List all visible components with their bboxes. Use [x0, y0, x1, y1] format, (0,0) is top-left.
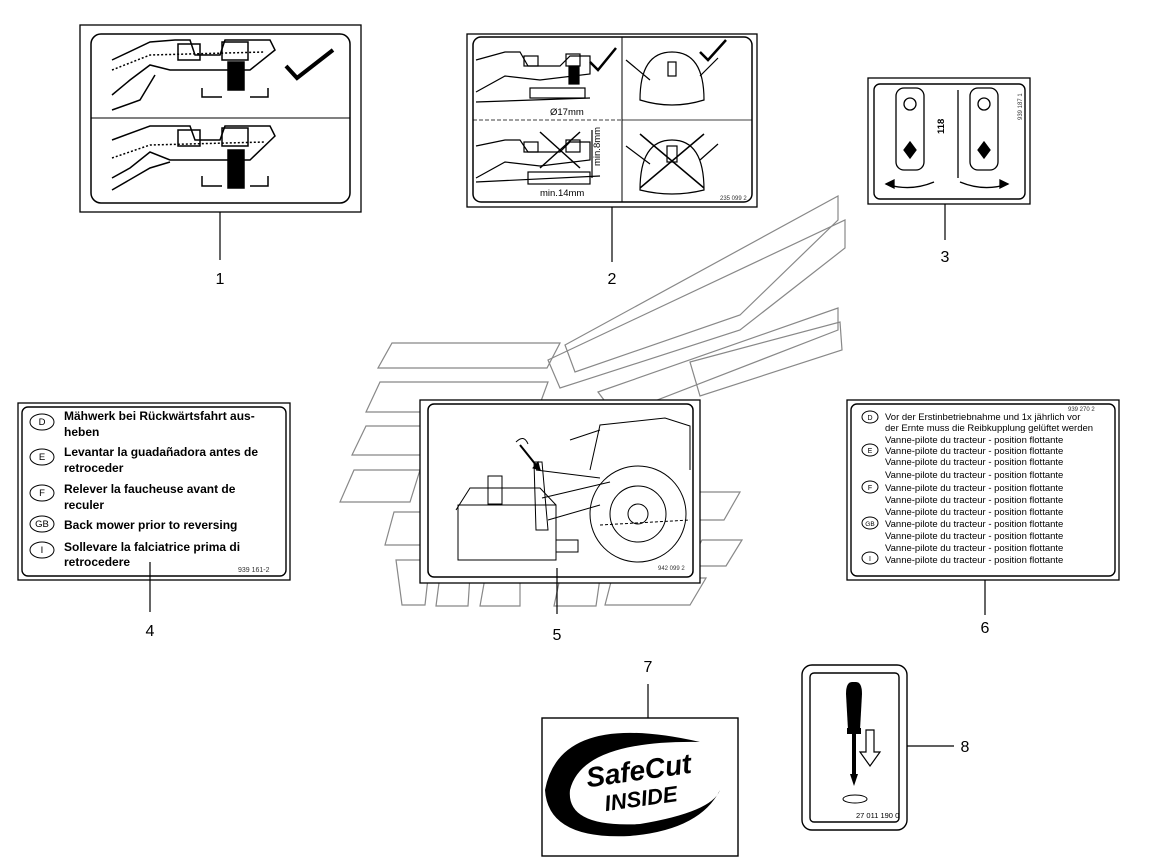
svg-text:retrocedere: retrocedere [64, 555, 130, 569]
svg-text:Mähwerk bei Rückwärtsfahrt aus: Mähwerk bei Rückwärtsfahrt aus- [64, 409, 255, 423]
arrow-down-icon [858, 729, 882, 768]
callout-7: 7 [644, 659, 653, 676]
svg-text:Vanne-pilote du tracteur - pos: Vanne-pilote du tracteur - position flot… [885, 483, 1063, 494]
svg-text:Vanne-pilote du tracteur - pos: Vanne-pilote du tracteur - position flot… [885, 507, 1063, 518]
decal-4-reverse-warning: D Mähwerk bei Rückwärtsfahrt aus- heben … [17, 402, 291, 640]
lang-badge-d [29, 413, 55, 431]
decal-4-text-rows: D Mähwerk bei Rückwärtsfahrt aus- heben … [29, 409, 258, 569]
check-mark-icon [699, 39, 727, 62]
dim-top-label: Ø17mm [550, 107, 584, 118]
svg-text:E: E [868, 448, 873, 455]
lang-badge-gb [861, 516, 879, 530]
svg-text:GB: GB [865, 521, 874, 528]
svg-text:Relever la faucheuse avant de: Relever la faucheuse avant de [64, 482, 236, 496]
svg-text:GB: GB [35, 519, 49, 530]
callout-8: 8 [961, 739, 970, 756]
decal-6-friction-clutch: 939 270 2 D Vor der Erstinbetriebnahme u… [846, 399, 1120, 637]
callout-2: 2 [608, 271, 617, 288]
callout-5: 5 [553, 627, 562, 644]
callout-6: 6 [981, 620, 990, 637]
swoosh-ring [545, 732, 720, 837]
dim-bottom-label: min.14mm [540, 188, 584, 199]
svg-text:Vanne-pilote du tracteur - pos: Vanne-pilote du tracteur - position flot… [885, 446, 1063, 457]
svg-text:F: F [868, 485, 872, 492]
lang-badge-i [861, 551, 879, 565]
svg-text:Vor der Erstinbetriebnahme und: Vor der Erstinbetriebnahme und 1x jährli… [885, 412, 1080, 423]
svg-text:Vanne-pilote du tracteur - pos: Vanne-pilote du tracteur - position flot… [885, 457, 1063, 468]
decal-8-code: 27 011 190 0 [856, 811, 899, 820]
svg-text:Back mower prior to reversing: Back mower prior to reversing [64, 518, 237, 532]
tractor-mower-illustration [455, 417, 691, 563]
lang-badge-i [29, 541, 55, 559]
blade-wear-bottom-illustration [475, 130, 601, 185]
blade-hole-correct-illustration [625, 51, 719, 106]
svg-text:I: I [41, 545, 44, 556]
svg-text:heben: heben [64, 425, 99, 439]
decal-5-code: 942 099 2 [658, 566, 685, 572]
svg-text:D: D [867, 415, 872, 422]
lang-badge-e [29, 448, 55, 466]
svg-text:Vanne-pilote du tracteur - pos: Vanne-pilote du tracteur - position flot… [885, 495, 1063, 506]
decal-2-blade-wear: Ø17mm min.14mm min.8mm [466, 33, 758, 288]
svg-text:retroceder: retroceder [64, 461, 124, 475]
decal-3-blade-direction: 118 939 187 1 3 [867, 77, 1031, 266]
decal-4-code: 939 161-2 [238, 567, 270, 574]
svg-text:F: F [39, 488, 45, 499]
decal-7-safecut-logo: SafeCut INSIDE 7 [541, 659, 739, 857]
svg-text:Vanne-pilote du tracteur - pos: Vanne-pilote du tracteur - position flot… [885, 435, 1063, 446]
lang-badge-gb [29, 515, 55, 533]
svg-text:I: I [869, 556, 871, 563]
svg-text:Vanne-pilote du tracteur - pos: Vanne-pilote du tracteur - position flot… [885, 555, 1063, 566]
blade-hole-worn-illustration [625, 133, 719, 195]
blade-wear-top-illustration [475, 51, 591, 103]
decal-2-code: 235 099 2 [720, 196, 747, 202]
blade-length-label: 118 [936, 119, 947, 134]
svg-text:Vanne-pilote du tracteur - pos: Vanne-pilote du tracteur - position flot… [885, 531, 1063, 542]
svg-text:reculer: reculer [64, 498, 104, 512]
lang-badge-e [861, 443, 879, 457]
callout-4: 4 [146, 623, 155, 640]
lang-badge-f [861, 480, 879, 494]
check-mark-icon [589, 47, 617, 72]
decal-3-code: 939 187 1 [1018, 93, 1024, 120]
svg-text:Sollevare la falciatrice prima: Sollevare la falciatrice prima di [64, 540, 240, 554]
target-hole-icon [842, 794, 868, 804]
decal-6-code: 939 270 2 [1068, 407, 1095, 413]
dim-side-label: min.8mm [592, 127, 603, 166]
screwdriver-icon [846, 682, 862, 786]
decal-1-blade-bolt: 1 [79, 24, 362, 288]
blade-bolt-correct-illustration [111, 39, 276, 111]
svg-text:D: D [39, 417, 46, 428]
blade-right-illustration [957, 87, 1010, 190]
svg-text:Vanne-pilote du tracteur - pos: Vanne-pilote du tracteur - position flot… [885, 543, 1063, 554]
check-mark-icon [284, 48, 335, 81]
svg-text:Vanne-pilote du tracteur - pos: Vanne-pilote du tracteur - position flot… [885, 470, 1063, 481]
decal-8-screwdriver: 27 011 190 0 8 [801, 664, 970, 831]
decal-5-tractor-mower: 942 099 2 5 [419, 399, 701, 644]
svg-text:der Ernte muss die Reibkupplun: der Ernte muss die Reibkupplung gelüftet… [885, 423, 1093, 434]
svg-text:Levantar la guadañadora antes: Levantar la guadañadora antes de [64, 445, 258, 459]
blade-bolt-incorrect-illustration [111, 125, 276, 191]
blade-left-illustration [884, 87, 935, 190]
svg-text:Vanne-pilote du tracteur - pos: Vanne-pilote du tracteur - position flot… [885, 519, 1063, 530]
callout-3: 3 [941, 249, 950, 266]
callout-1: 1 [216, 271, 225, 288]
svg-text:E: E [39, 452, 45, 463]
lang-badge-d [861, 410, 879, 424]
decal-6-text-rows: D Vor der Erstinbetriebnahme und 1x jähr… [861, 410, 1093, 566]
lang-badge-f [29, 484, 55, 502]
